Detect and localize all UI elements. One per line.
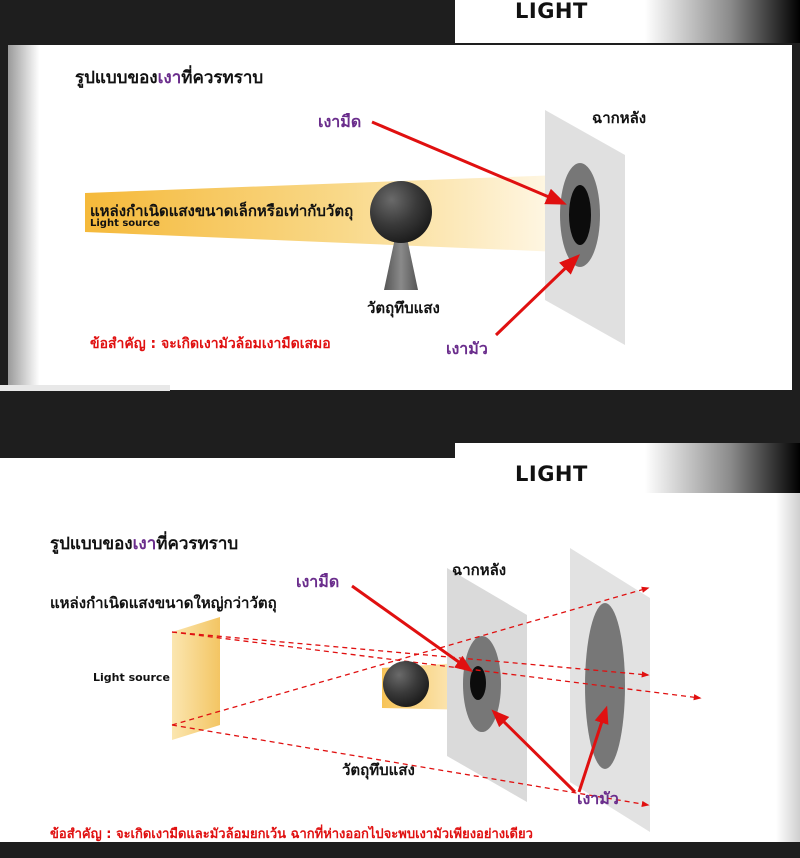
heading-pre-2: รูปแบบของ [50,534,133,554]
near-penumbra-arrow [491,709,577,794]
panel-small-source: LIGHT รูปแบบของเงาที่ควรทราบ เงามืด ฉากห… [0,0,800,410]
heading-highlight-2: เงา [132,534,157,554]
heading-post-2: ที่ควรทราบ [156,534,239,554]
note-text: ข้อสำคัญ : จะเกิดเงามัวล้อมเงามืดเสมอ [90,336,331,352]
banner-bar [455,0,800,43]
page-title: รูปแบบของเงาที่ควรทราบ [75,64,263,91]
opaque-object [370,181,432,243]
screen-label-2: ฉากหลัง [452,561,507,579]
umbra-arrow [371,120,567,205]
panel2-card [0,458,800,858]
object-label-2: วัตถุทึบแสง [342,761,415,779]
light-rays [171,586,702,808]
banner-title-2: LIGHT [515,462,588,486]
heading-post: ที่ควรทราบ [181,68,264,88]
near-umbra-shadow [470,666,486,700]
source-en-label: Light source [90,218,160,229]
panel-large-source: LIGHT รูปแบบของเงาที่ควรทราบ แหล่งกำเนิด… [0,410,800,858]
object-label: วัตถุทึบแสง [367,299,440,317]
umbra-label: เงามืด [318,112,362,131]
banner-title: LIGHT [515,0,588,23]
penumbra-arrow [494,254,581,337]
panel1-graphics [0,0,800,410]
source-en-label-2: Light source [93,671,170,684]
source-label-2: แหล่งกำเนิดแสงขนาดใหญ่กว่าวัตถุ [50,594,277,612]
penumbra-label-2: เงามัว [577,789,619,808]
heading-pre: รูปแบบของ [75,68,158,88]
light-source-slab [172,617,220,740]
umbra-label-2: เงามืด [296,572,340,591]
opaque-object-2 [383,661,429,707]
penumbra-label: เงามัว [446,339,488,358]
umbra-shadow [569,185,591,245]
object-stand [384,238,418,290]
heading-highlight: เงา [157,68,182,88]
light-beam [85,175,560,252]
page-title-2: รูปแบบของเงาที่ควรทราบ [50,530,238,557]
far-penumbra-arrow [577,705,609,793]
screen-label: ฉากหลัง [592,109,647,127]
source-label: แหล่งกำเนิดแสงขนาดเล็กหรือเท่ากับวัตถุ [90,202,354,220]
umbra-arrow-2 [351,584,473,673]
banner-bar-2 [455,443,800,493]
note-text-2: ข้อสำคัญ : จะเกิดเงามืดและมัวล้อมยกเว้น … [50,827,533,842]
panel2-graphics [0,410,800,858]
